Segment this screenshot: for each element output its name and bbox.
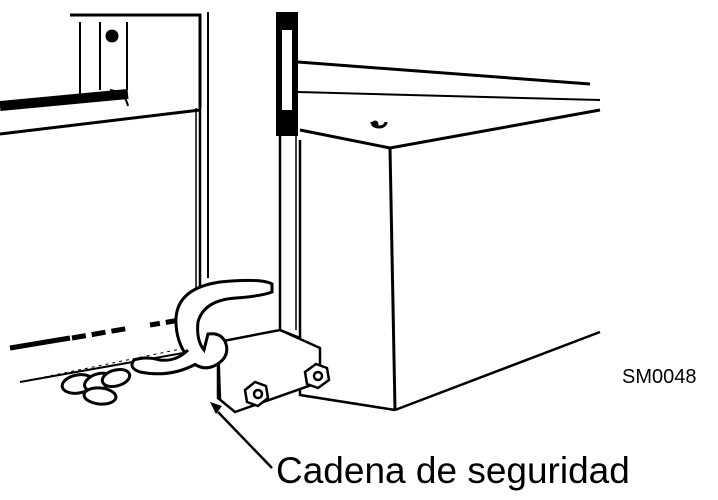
safety-hook-icon xyxy=(130,278,274,376)
vertical-post xyxy=(207,12,298,330)
safety-chain-icon xyxy=(60,367,132,406)
figure-code: SM0048 xyxy=(622,366,697,388)
left-panel xyxy=(195,108,202,305)
callout-leader xyxy=(217,411,273,469)
side-rail xyxy=(0,89,201,136)
leader-arrowhead xyxy=(210,402,222,414)
callout-label: Cadena de seguridad xyxy=(276,450,630,491)
storage-box xyxy=(297,60,601,412)
bolt-icon xyxy=(243,380,270,408)
upper-bracket xyxy=(70,13,202,108)
bolt-icon xyxy=(303,362,331,390)
